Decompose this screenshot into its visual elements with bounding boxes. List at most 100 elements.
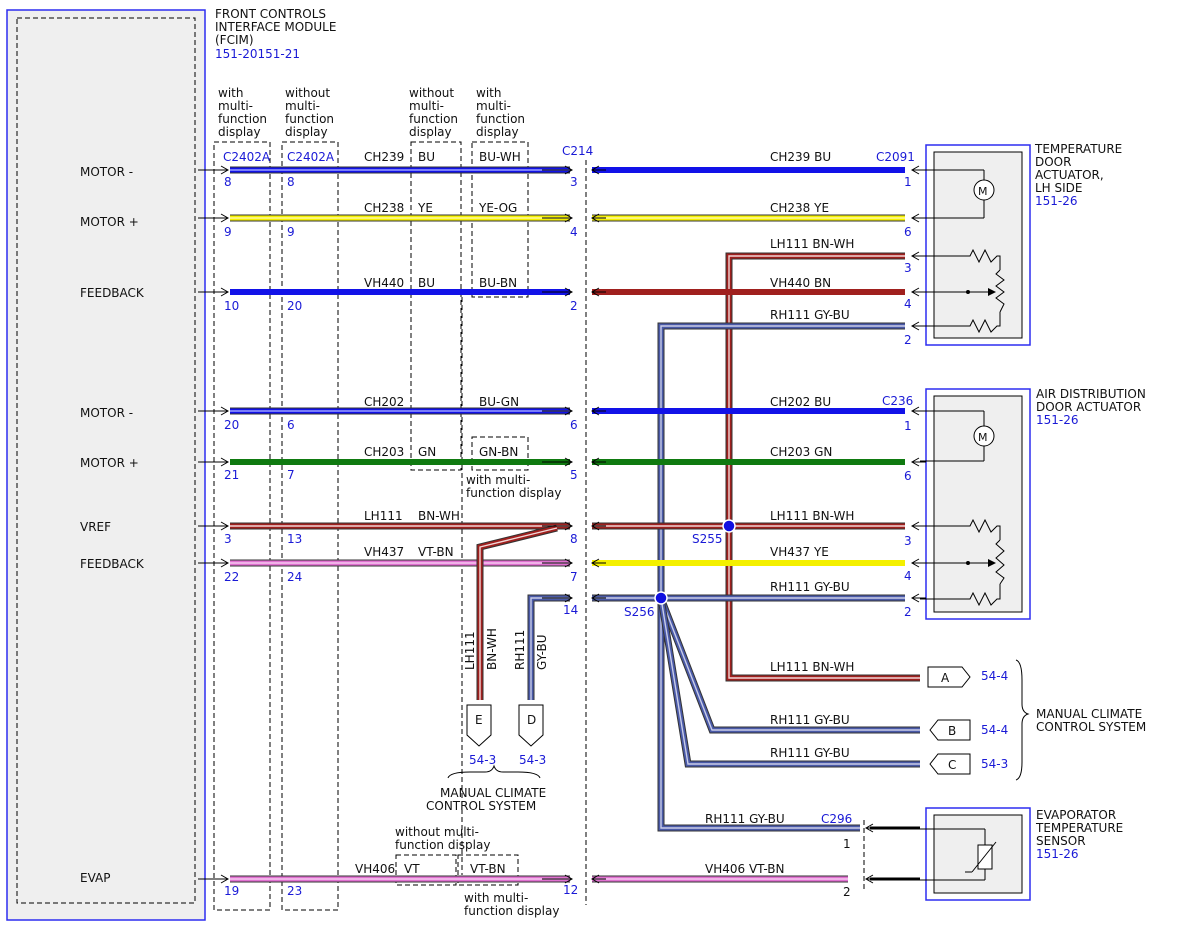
connector-c236[interactable]: C236: [882, 394, 913, 408]
pin-number: 22: [224, 570, 239, 584]
fcim-pin-label: MOTOR -: [80, 406, 133, 420]
temp-door-motor-icon: M: [920, 169, 995, 219]
wire-color-label: BU: [418, 150, 435, 164]
right-wire-label: RH111 GY-BU: [770, 308, 850, 322]
air-dist-pin: 2: [904, 605, 912, 619]
air-dist-pin: 6: [904, 469, 912, 483]
temp-door-ref-link[interactable]: 151-26: [1035, 194, 1078, 208]
variant-with-mfd-line-4: display: [218, 125, 261, 139]
right-wire-label: VH406 VT-BN: [705, 862, 785, 876]
fcim-pin-label: MOTOR -: [80, 165, 133, 179]
temp-door-pin: 1: [904, 175, 912, 189]
note-without-mfd-line-1: without multi-: [395, 825, 479, 839]
air-dist-pin: 4: [904, 569, 912, 583]
target-d-ref-link[interactable]: 54-3: [519, 753, 546, 767]
wire-color-label: BU-WH: [479, 150, 521, 164]
wire-color-label: YE-OG: [478, 201, 517, 215]
right-wire-label: CH238 YE: [770, 201, 829, 215]
system-label-bottom-line-1: MANUAL CLIMATE: [440, 786, 546, 800]
wire-circuit-label: VH437: [364, 545, 404, 559]
temp-door-pin: 4: [904, 297, 912, 311]
temp-door-pin: 2: [904, 333, 912, 347]
wire-variant-box-evap-vt: [395, 854, 457, 886]
target-c-ref-link[interactable]: 54-3: [981, 757, 1008, 771]
wire-variant-without-line-3: function: [409, 112, 458, 126]
variant-without-mfd-line-2: multi-: [285, 99, 320, 113]
wire-circuit-label: VH440: [364, 276, 404, 290]
connector-c214[interactable]: C214: [562, 144, 593, 158]
fcim-ref-link[interactable]: 151-20151-21: [215, 47, 300, 61]
fcim-title-line-3: (FCIM): [215, 33, 254, 47]
wire-circuit-label: CH203: [364, 445, 404, 459]
splice-s256-label: S256: [624, 605, 655, 619]
c214-pin: 4: [570, 225, 578, 239]
air-dist-actuator-outline: [925, 388, 1031, 620]
wire-circuit-label: VH406: [355, 862, 395, 876]
vertical-wire-circuit: LH111: [463, 631, 477, 670]
connector-c296[interactable]: C296: [821, 812, 852, 826]
right-wire-label: LH111 BN-WH: [770, 237, 854, 251]
target-d-pentagon: [518, 704, 544, 747]
splice-s255-label: S255: [692, 532, 723, 546]
fcim-pin-label: MOTOR +: [80, 215, 139, 229]
target-e-ref-link[interactable]: 54-3: [469, 753, 496, 767]
fcim-pin-label: VREF: [80, 520, 111, 534]
air-dist-ref-link[interactable]: 151-26: [1036, 413, 1079, 427]
wire-color-label: VT-BN: [418, 545, 454, 559]
connector-c2402a-without[interactable]: C2402A: [287, 150, 335, 164]
c214-pin: 12: [563, 883, 578, 897]
splice-s255-dot[interactable]: [722, 519, 736, 533]
variant-without-mfd-line-3: function: [285, 112, 334, 126]
temp-door-title-line-3: ACTUATOR,: [1035, 168, 1104, 182]
wire-variant-with-line-2: multi-: [476, 99, 511, 113]
temp-door-pin: 3: [904, 261, 912, 275]
connector-c2402a-with[interactable]: C2402A: [223, 150, 271, 164]
evap-title-line-1: EVAPORATOR: [1036, 808, 1116, 822]
pin-number: 6: [287, 418, 295, 432]
c214-pin: 14: [563, 603, 578, 617]
temp-door-title-line-1: TEMPERATURE: [1034, 142, 1122, 156]
connector-c2091[interactable]: C2091: [876, 150, 915, 164]
fcim-module-outline: [6, 9, 206, 921]
wire-variant-with-line-3: function: [476, 112, 525, 126]
pin-number: 21: [224, 468, 239, 482]
wire-variant-without-line-1: without: [409, 86, 454, 100]
wire-variant-box-gn-bn: [471, 436, 529, 471]
wire-layer: [230, 166, 920, 883]
vertical-wire-color: BN-WH: [485, 628, 499, 670]
wire-color-label: VT-BN: [470, 862, 506, 876]
right-wire-label: VH437 YE: [770, 545, 829, 559]
target-d-label: D: [527, 713, 536, 727]
right-wire-label: RH111 GY-BU: [770, 746, 850, 760]
fcim-pin-label: MOTOR +: [80, 456, 139, 470]
air-dist-title-line-2: DOOR ACTUATOR: [1036, 400, 1141, 414]
air-dist-pin: 1: [904, 419, 912, 433]
right-wire-label: VH440 BN: [770, 276, 831, 290]
air-dist-pin: 3: [904, 534, 912, 548]
right-wire-label: CH203 GN: [770, 445, 832, 459]
wire-rh111-to-b-stripe: [660, 597, 920, 731]
target-b-ref-link[interactable]: 54-4: [981, 723, 1008, 737]
fcim-pin-label: FEEDBACK: [80, 557, 145, 571]
pin-number: 7: [287, 468, 295, 482]
splice-s256-dot[interactable]: [654, 591, 668, 605]
evap-pin: 1: [843, 837, 851, 851]
evap-pin: 2: [843, 885, 851, 899]
c214-pin: 2: [570, 299, 578, 313]
target-b-label: B: [948, 724, 956, 738]
wire-variant-box-evap-vt-bn: [457, 854, 519, 886]
right-wire-label: RH111 GY-BU: [770, 713, 850, 727]
wire-color-label: BN-WH: [418, 509, 460, 523]
c214-pin: 3: [570, 175, 578, 189]
pin-number: 8: [287, 175, 295, 189]
wire-color-label: GN-BN: [479, 445, 518, 459]
wire-color-label: BU-BN: [479, 276, 517, 290]
air-dist-title-line-1: AIR DISTRIBUTION: [1036, 387, 1146, 401]
fcim-title-line-1: FRONT CONTROLS: [215, 7, 326, 21]
variant-with-mfd-line-1: with: [218, 86, 243, 100]
temp-door-pin: 6: [904, 225, 912, 239]
variant-with-mfd-line-2: multi-: [218, 99, 253, 113]
c214-arrows: [542, 165, 606, 884]
target-a-ref-link[interactable]: 54-4: [981, 669, 1008, 683]
evap-ref-link[interactable]: 151-26: [1036, 847, 1079, 861]
